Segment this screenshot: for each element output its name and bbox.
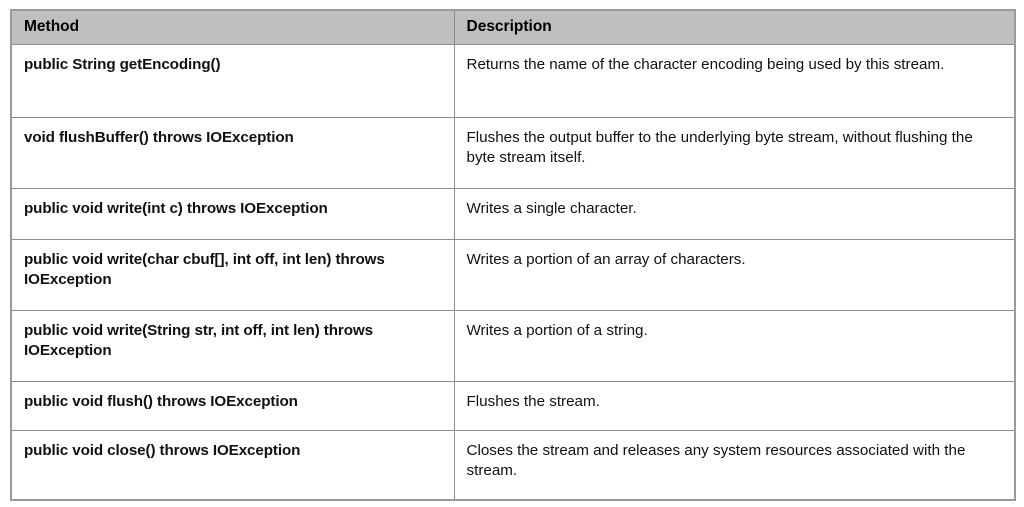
cell-description: Flushes the stream.	[454, 381, 1015, 431]
cell-method: public String getEncoding()	[11, 44, 455, 118]
cell-description: Returns the name of the character encodi…	[454, 44, 1015, 118]
column-header-method: Method	[11, 10, 455, 45]
table-body: public String getEncoding() Returns the …	[11, 44, 1015, 500]
table-header-row: Method Description	[11, 10, 1015, 45]
cell-method: public void write(char cbuf[], int off, …	[11, 239, 455, 311]
column-header-description: Description	[454, 10, 1015, 45]
table-row: public void flush() throws IOException F…	[11, 381, 1015, 431]
cell-description: Writes a portion of an array of characte…	[454, 239, 1015, 311]
method-reference-table: Method Description public String getEnco…	[10, 9, 1016, 501]
table-row: public void write(int c) throws IOExcept…	[11, 188, 1015, 240]
cell-method: public void flush() throws IOException	[11, 381, 455, 431]
cell-description: Writes a portion of a string.	[454, 310, 1015, 382]
table-row: public void write(String str, int off, i…	[11, 310, 1015, 382]
table-row: public void close() throws IOException C…	[11, 430, 1015, 500]
table-row: public String getEncoding() Returns the …	[11, 44, 1015, 118]
cell-description: Flushes the output buffer to the underly…	[454, 117, 1015, 189]
table-row: public void write(char cbuf[], int off, …	[11, 239, 1015, 311]
cell-description: Writes a single character.	[454, 188, 1015, 240]
cell-method: void flushBuffer() throws IOException	[11, 117, 455, 189]
table-row: void flushBuffer() throws IOException Fl…	[11, 117, 1015, 189]
cell-method: public void close() throws IOException	[11, 430, 455, 500]
cell-method: public void write(String str, int off, i…	[11, 310, 455, 382]
cell-description: Closes the stream and releases any syste…	[466, 441, 966, 479]
table-header: Method Description	[11, 10, 1015, 45]
cell-method: public void write(int c) throws IOExcept…	[11, 188, 455, 240]
